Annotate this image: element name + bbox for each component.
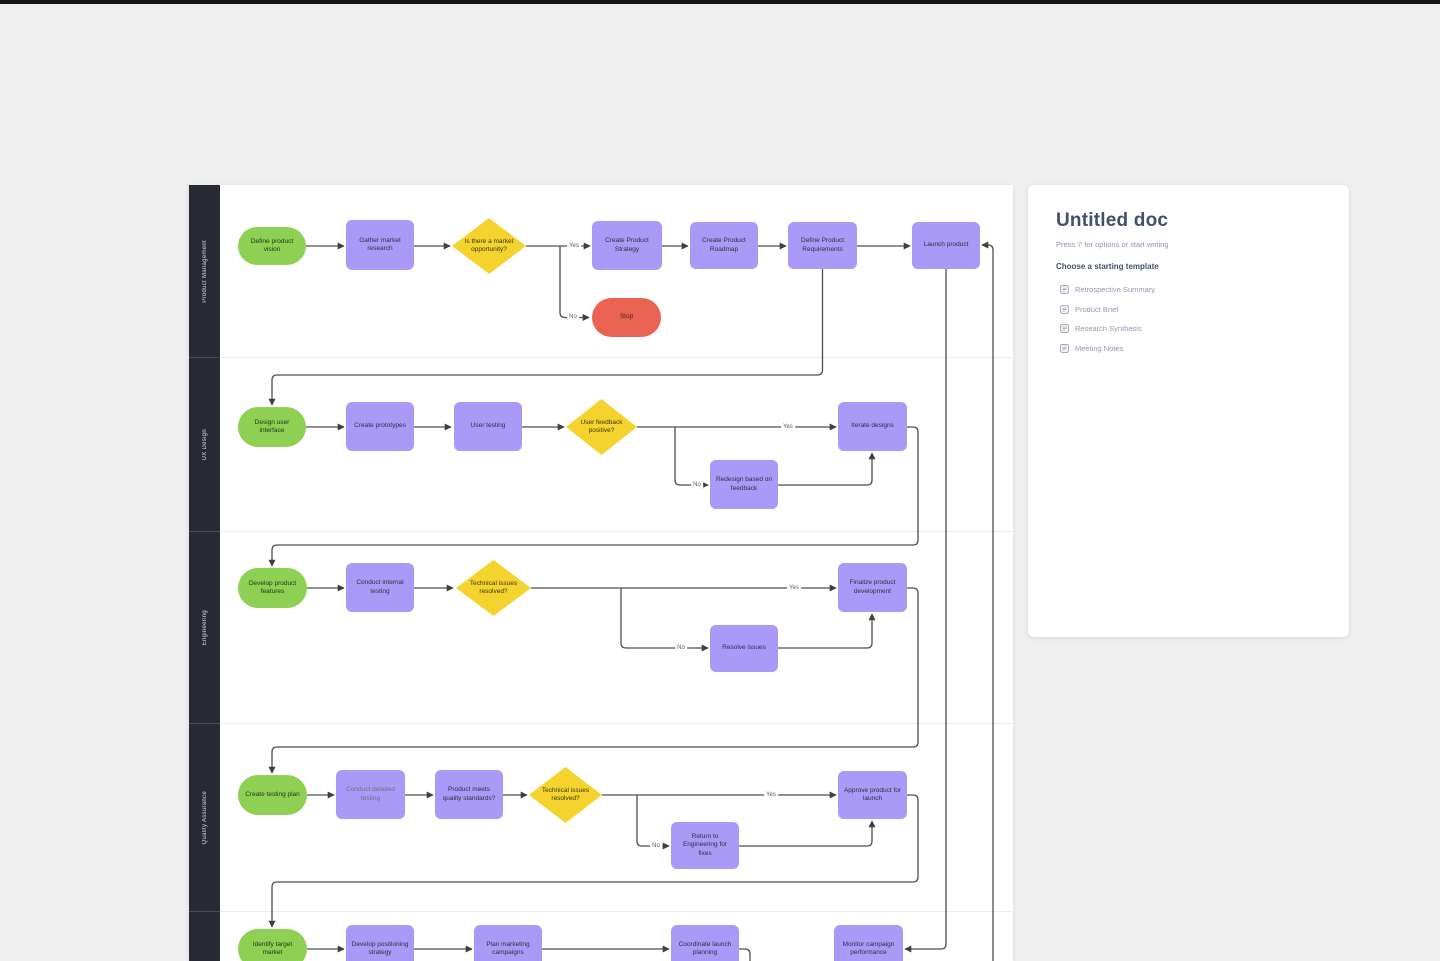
template-list: Retrospective Summary Product Brief Rese… <box>1056 280 1321 358</box>
flowchart-canvas[interactable]: Product Management UX Design Engineering… <box>189 185 1013 961</box>
template-item-research-synthesis[interactable]: Research Synthesis <box>1056 319 1321 339</box>
lane-separator <box>220 911 1013 912</box>
edge-label-yes: Yes <box>764 792 778 798</box>
node-define-product-requirements[interactable]: Define Product Requirements <box>788 222 857 269</box>
node-resolve-issues[interactable]: Resolve issues <box>710 625 778 672</box>
node-define-product-vision[interactable]: Define product vision <box>238 227 306 265</box>
edge-label-no: No <box>650 843 662 849</box>
edge-label-no: No <box>567 314 579 320</box>
document-icon <box>1060 324 1069 334</box>
node-monitor-campaign-performance[interactable]: Monitor campaign performance <box>834 925 903 961</box>
connector-lines <box>268 241 994 961</box>
template-label: Product Brief <box>1075 304 1119 314</box>
node-stop[interactable]: Stop <box>592 298 661 337</box>
node-approve-product-for-launch[interactable]: Approve product for launch <box>838 771 907 819</box>
lane-ux-design[interactable]: UX Design <box>189 357 220 531</box>
lane-marketing-partial[interactable] <box>189 911 220 961</box>
node-create-testing-plan[interactable]: Create testing plan <box>238 775 307 815</box>
node-redesign-based-on-feedback[interactable]: Redesign based on feedback <box>710 460 778 509</box>
edge-label-no: No <box>691 482 703 488</box>
document-icon <box>1060 343 1069 353</box>
node-launch-product[interactable]: Launch product <box>912 222 980 269</box>
edge-label-yes: Yes <box>787 585 801 591</box>
node-return-to-engineering-for-fixes[interactable]: Return to Engineering for fixes <box>671 822 739 869</box>
document-icon <box>1060 304 1069 314</box>
lane-separator <box>220 357 1013 358</box>
node-user-testing[interactable]: User testing <box>454 402 522 451</box>
node-plan-marketing-campaigns[interactable]: Plan marketing campaigns <box>474 925 542 961</box>
lane-separator <box>220 531 1013 532</box>
template-label: Research Synthesis <box>1075 324 1142 334</box>
node-identify-target-market[interactable]: Identify target market <box>238 929 307 961</box>
template-label: Retrospective Summary <box>1075 285 1156 295</box>
edge-label-yes: Yes <box>781 424 795 430</box>
swimlane-strip: Product Management UX Design Engineering… <box>189 185 220 961</box>
node-coordinate-launch-planning[interactable]: Coordinate launch planning <box>671 925 739 961</box>
node-conduct-detailed-testing[interactable]: Conduct detailed testing <box>336 770 405 819</box>
node-gather-market-research[interactable]: Gather market research <box>346 220 414 270</box>
node-finalize-product-development[interactable]: Finalize product development <box>838 563 907 612</box>
template-label: Meeting Notes <box>1075 343 1124 353</box>
edge-label-yes: Yes <box>567 243 581 249</box>
document-icon <box>1060 285 1069 295</box>
node-conduct-internal-testing[interactable]: Conduct internal testing <box>346 563 414 612</box>
node-product-meets-quality-standards[interactable]: Product meets quality standards? <box>435 770 503 819</box>
doc-title[interactable]: Untitled doc <box>1056 210 1169 231</box>
node-design-user-interface[interactable]: Design user interface <box>238 407 306 447</box>
window-top-border <box>0 0 1440 4</box>
template-item-meeting-notes[interactable]: Meeting Notes <box>1056 339 1321 359</box>
template-item-retrospective-summary[interactable]: Retrospective Summary <box>1056 280 1321 300</box>
node-develop-positioning-strategy[interactable]: Develop positioning strategy <box>346 925 414 961</box>
doc-panel: Untitled doc Press '/' for options or st… <box>1028 185 1349 637</box>
template-item-product-brief[interactable]: Product Brief <box>1056 300 1321 320</box>
edge-label-no: No <box>675 645 687 651</box>
lane-quality-assurance[interactable]: Quality Assurance <box>189 723 220 911</box>
node-create-product-strategy[interactable]: Create Product Strategy <box>592 221 662 270</box>
lane-engineering[interactable]: Engineering <box>189 531 220 723</box>
node-create-prototypes[interactable]: Create prototypes <box>346 402 414 451</box>
node-develop-product-features[interactable]: Develop product features <box>238 568 307 608</box>
lane-product-management[interactable]: Product Management <box>189 185 220 357</box>
node-iterate-designs[interactable]: Iterate designs <box>838 402 907 451</box>
doc-editor-hint[interactable]: Press '/' for options or start writing <box>1056 240 1169 249</box>
templates-heading: Choose a starting template <box>1056 262 1159 271</box>
node-create-product-roadmap[interactable]: Create Product Roadmap <box>690 222 758 269</box>
lane-separator <box>220 723 1013 724</box>
